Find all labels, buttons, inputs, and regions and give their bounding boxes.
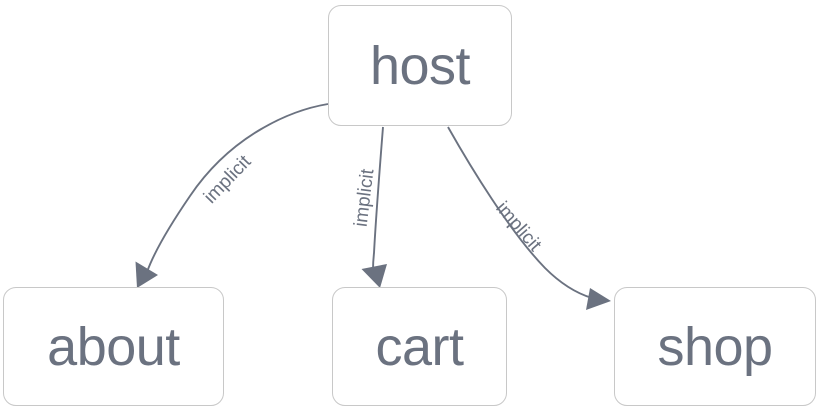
edge-host-about[interactable]: implicit [135, 103, 329, 288]
node-cart-label: cart [375, 316, 464, 377]
edge-host-cart-arrowhead [361, 264, 387, 288]
edge-host-shop-arrowhead [586, 288, 611, 310]
edge-host-about-arrowhead [135, 261, 158, 288]
node-about-label: about [47, 316, 180, 377]
edge-host-shop-path [447, 126, 593, 299]
node-cart[interactable]: cart [332, 287, 507, 406]
edge-host-about-path [146, 103, 329, 273]
node-about[interactable]: about [3, 287, 224, 406]
edge-host-cart-path [372, 126, 384, 271]
edge-host-cart-label: implicit [351, 167, 379, 228]
edge-host-cart[interactable]: implicit [351, 126, 387, 288]
edge-host-about-label: implicit [200, 151, 256, 208]
node-host[interactable]: host [328, 5, 512, 126]
edge-host-shop[interactable]: implicit [447, 126, 611, 310]
node-shop[interactable]: shop [614, 287, 816, 406]
node-host-label: host [369, 35, 471, 96]
node-shop-label: shop [657, 316, 773, 377]
edge-host-shop-label: implicit [491, 198, 545, 256]
